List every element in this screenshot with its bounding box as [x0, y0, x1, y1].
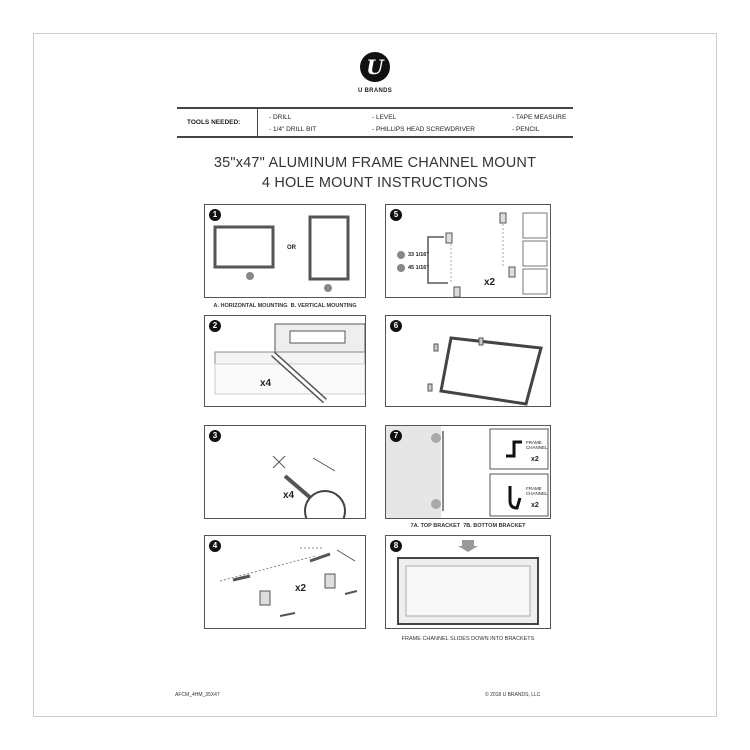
step-8-caption: FRAME CHANNEL SLIDES DOWN INTO BRACKETS: [401, 636, 535, 642]
tool-item: - PENCIL: [512, 126, 540, 133]
caption-a: A. HORIZONTAL MOUNTING: [213, 303, 288, 309]
drill-illustration: [272, 455, 346, 518]
multiplier: x2: [531, 456, 539, 463]
brand-name: U BRANDS: [357, 88, 393, 94]
caption-a: 7A. TOP BRACKET: [410, 523, 461, 529]
hang-frame-illustration: [427, 336, 543, 406]
tool-item: - PHILLIPS HEAD SCREWDRIVER: [372, 126, 475, 133]
step-7-caption: 7A. TOP BRACKET 7B. BOTTOM BRACKET: [385, 523, 551, 529]
step-7-panel: 7 FRAME CHANNEL x2 FRAME CHANNEL x2: [385, 425, 551, 519]
multiplier: x4: [283, 490, 295, 501]
tool-item: - TAPE MEASURE: [512, 114, 567, 121]
product-code: AFCM_4HM_35X47: [175, 692, 220, 698]
step-5-panel: 5 33 1/16" 45 1/16" x2: [385, 204, 551, 298]
multiplier: x2: [295, 583, 307, 594]
tool-item: - LEVEL: [372, 114, 397, 121]
step-number: 8: [390, 540, 402, 552]
step-number: 5: [390, 209, 402, 221]
bracket-detail-illustration: [386, 426, 549, 518]
step-8-panel: 8: [385, 535, 551, 629]
caption-b: 7B. BOTTOM BRACKET: [463, 523, 526, 529]
instruction-sheet: [33, 33, 717, 717]
page-title: 35"x47" ALUMINUM FRAME CHANNEL MOUNT: [213, 155, 537, 171]
level-and-pencil-illustration: [214, 323, 365, 404]
multiplier: x2: [531, 502, 539, 509]
or-label: OR: [287, 245, 296, 251]
step-1-caption: A. HORIZONTAL MOUNTING B. VERTICAL MOUNT…: [204, 303, 366, 309]
step-4-panel: 4 x2: [204, 535, 366, 629]
u-brands-logo: U: [360, 52, 390, 82]
step-number: 4: [209, 540, 221, 552]
tool-item: - 1/4" DRILL BIT: [269, 126, 317, 133]
step-6-panel: 6: [385, 315, 551, 407]
dimension-b: 45 1/16": [408, 265, 429, 271]
step-3-panel: 3 x4: [204, 425, 366, 519]
frame-channel-label: FRAME CHANNEL: [526, 440, 548, 450]
step-number: 6: [390, 320, 402, 332]
multiplier: x4: [260, 378, 272, 389]
dimension-a: 33 1/16": [408, 252, 429, 258]
tool-item: - DRILL: [269, 114, 292, 121]
tools-needed: TOOLS NEEDED: - DRILL - 1/4" DRILL BIT -…: [177, 107, 573, 138]
step-number: 3: [209, 430, 221, 442]
step-number: 7: [390, 430, 402, 442]
multiplier: x2: [484, 277, 496, 288]
step-1-panel: 1 OR: [204, 204, 366, 298]
bracket-measurement-illustration: [397, 212, 548, 297]
step-number: 1: [209, 209, 221, 221]
copyright: © 2018 U BRANDS, LLC: [485, 692, 541, 698]
divider: [257, 109, 258, 136]
mounting-orientation-illustration: [213, 215, 350, 292]
frame-slide-illustration: [397, 540, 539, 625]
anchor-screw-illustration: [219, 547, 358, 617]
step-number: 2: [209, 320, 221, 332]
step-2-panel: 2 x4: [204, 315, 366, 407]
page-subtitle: 4 HOLE MOUNT INSTRUCTIONS: [261, 175, 489, 191]
frame-channel-label: FRAME CHANNEL: [526, 486, 548, 496]
caption-b: B. VERTICAL MOUNTING: [290, 303, 357, 309]
tools-label: TOOLS NEEDED:: [187, 119, 241, 126]
